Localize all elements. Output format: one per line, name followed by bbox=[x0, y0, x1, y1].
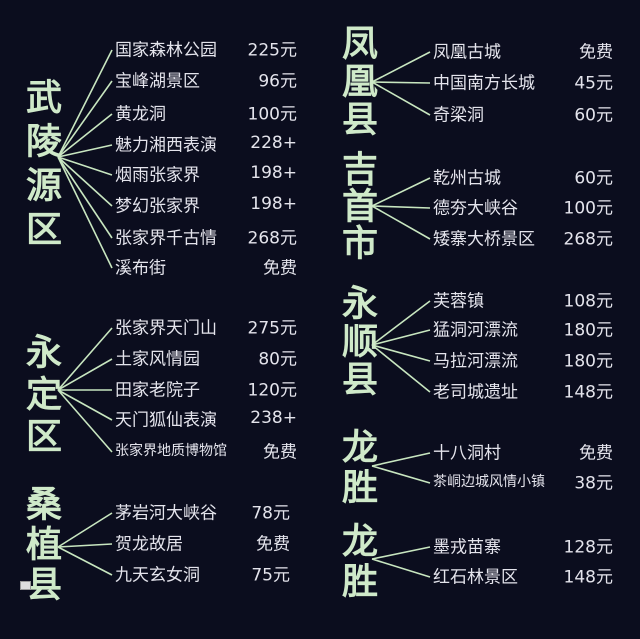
region-label: 永顺县 bbox=[336, 284, 377, 398]
ticket-price: 120元 bbox=[247, 380, 297, 401]
ticket-price: 108元 bbox=[563, 291, 613, 312]
ticket-price: 148元 bbox=[563, 382, 613, 403]
attraction-name: 凤凰古城 bbox=[433, 42, 501, 63]
ticket-price: 60元 bbox=[574, 168, 613, 189]
attraction-name: 国家森林公园 bbox=[115, 40, 217, 61]
ticket-price: 75元 bbox=[251, 565, 290, 586]
attraction-name: 溪布街 bbox=[115, 258, 166, 279]
connector-line bbox=[371, 452, 431, 467]
region-label: 武陵源区 bbox=[20, 78, 61, 254]
connector-line bbox=[57, 358, 113, 391]
connector-line bbox=[371, 344, 431, 393]
attraction-name: 田家老院子 bbox=[115, 380, 200, 401]
connector-line bbox=[371, 558, 431, 578]
ticket-price: 180元 bbox=[563, 320, 613, 341]
attraction-name: 黄龙洞 bbox=[115, 104, 166, 125]
connector-line bbox=[57, 144, 113, 158]
attraction-name: 张家界地质博物馆 bbox=[115, 443, 227, 459]
attraction-name: 土家风情园 bbox=[115, 349, 200, 370]
ticket-price: 268元 bbox=[563, 229, 613, 250]
attraction-name: 烟雨张家界 bbox=[115, 165, 200, 186]
attraction-name: 茶峒边城风情小镇 bbox=[433, 474, 545, 490]
region-label: 凤凰县 bbox=[336, 24, 377, 138]
ticket-price: 198+ bbox=[250, 194, 297, 214]
ticket-price: 225元 bbox=[247, 40, 297, 61]
ticket-price: 275元 bbox=[247, 318, 297, 339]
region-label: 吉首市 bbox=[336, 150, 377, 261]
ticket-price: 免费 bbox=[579, 443, 613, 464]
region-label: 永定区 bbox=[20, 333, 61, 459]
ticket-price: 268元 bbox=[247, 228, 297, 249]
ticket-price: 80元 bbox=[258, 349, 297, 370]
connector-line bbox=[57, 389, 113, 453]
attraction-name: 魅力湘西表演 bbox=[115, 135, 217, 156]
connector-line bbox=[57, 543, 113, 548]
attraction-name: 乾州古城 bbox=[433, 168, 501, 189]
attraction-name: 宝峰湖景区 bbox=[115, 71, 200, 92]
attraction-name: 张家界天门山 bbox=[115, 318, 217, 339]
region-label: 龙胜 bbox=[336, 522, 377, 602]
ticket-price: 228+ bbox=[250, 133, 297, 153]
ticket-price: 128元 bbox=[563, 537, 613, 558]
connector-line bbox=[371, 81, 431, 116]
attraction-name: 猛洞河漂流 bbox=[433, 320, 518, 341]
connector-line bbox=[57, 327, 113, 391]
attraction-name: 芙蓉镇 bbox=[433, 291, 484, 312]
attraction-name: 中国南方长城 bbox=[433, 73, 535, 94]
attraction-name: 马拉河漂流 bbox=[433, 351, 518, 372]
connector-line bbox=[371, 329, 431, 346]
small-marker-icon bbox=[20, 581, 31, 590]
ticket-price: 100元 bbox=[247, 104, 297, 125]
attraction-name: 奇梁洞 bbox=[433, 105, 484, 126]
ticket-price: 免费 bbox=[263, 442, 297, 463]
connector-line bbox=[371, 205, 431, 209]
attraction-name: 贺龙故居 bbox=[115, 534, 183, 555]
region-label: 龙胜 bbox=[336, 428, 377, 508]
connector-line bbox=[371, 344, 431, 362]
connector-line bbox=[57, 512, 113, 548]
ticket-price: 45元 bbox=[574, 73, 613, 94]
ticket-price: 100元 bbox=[563, 198, 613, 219]
ticket-price: 198+ bbox=[250, 163, 297, 183]
ticket-price: 60元 bbox=[574, 105, 613, 126]
attraction-name: 红石林景区 bbox=[433, 567, 518, 588]
ticket-price: 96元 bbox=[258, 71, 297, 92]
connector-line bbox=[57, 80, 113, 158]
attraction-name: 九天玄女洞 bbox=[115, 565, 200, 586]
attraction-name: 老司城遗址 bbox=[433, 382, 518, 403]
connector-line bbox=[57, 156, 113, 269]
connector-line bbox=[371, 300, 431, 346]
connector-line bbox=[371, 177, 431, 207]
ticket-price: 38元 bbox=[574, 473, 613, 494]
connector-line bbox=[371, 81, 431, 84]
connector-line bbox=[57, 49, 113, 158]
connector-line bbox=[57, 546, 113, 576]
attraction-name: 张家界千古情 bbox=[115, 228, 217, 249]
connector-line bbox=[57, 113, 113, 158]
ticket-price: 免费 bbox=[579, 42, 613, 63]
attraction-name: 十八洞村 bbox=[433, 443, 501, 464]
ticket-price: 免费 bbox=[263, 258, 297, 279]
attraction-name: 茅岩河大峡谷 bbox=[115, 503, 217, 524]
connector-line bbox=[57, 156, 113, 207]
ticket-price: 238+ bbox=[250, 408, 297, 428]
attraction-name: 天门狐仙表演 bbox=[115, 410, 217, 431]
attraction-name: 矮寨大桥景区 bbox=[433, 229, 535, 250]
ticket-price: 免费 bbox=[256, 534, 290, 555]
connector-line bbox=[371, 51, 431, 83]
ticket-price: 148元 bbox=[563, 567, 613, 588]
connector-line bbox=[57, 389, 113, 421]
connector-line bbox=[57, 156, 113, 239]
connector-line bbox=[371, 205, 431, 240]
connector-line bbox=[371, 546, 431, 560]
ticket-price: 180元 bbox=[563, 351, 613, 372]
attraction-name: 墨戎苗寨 bbox=[433, 537, 501, 558]
ticket-price: 78元 bbox=[251, 503, 290, 524]
connector-line bbox=[371, 465, 431, 484]
connector-line bbox=[57, 156, 113, 176]
attraction-name: 梦幻张家界 bbox=[115, 196, 200, 217]
attraction-name: 德夯大峡谷 bbox=[433, 198, 518, 219]
